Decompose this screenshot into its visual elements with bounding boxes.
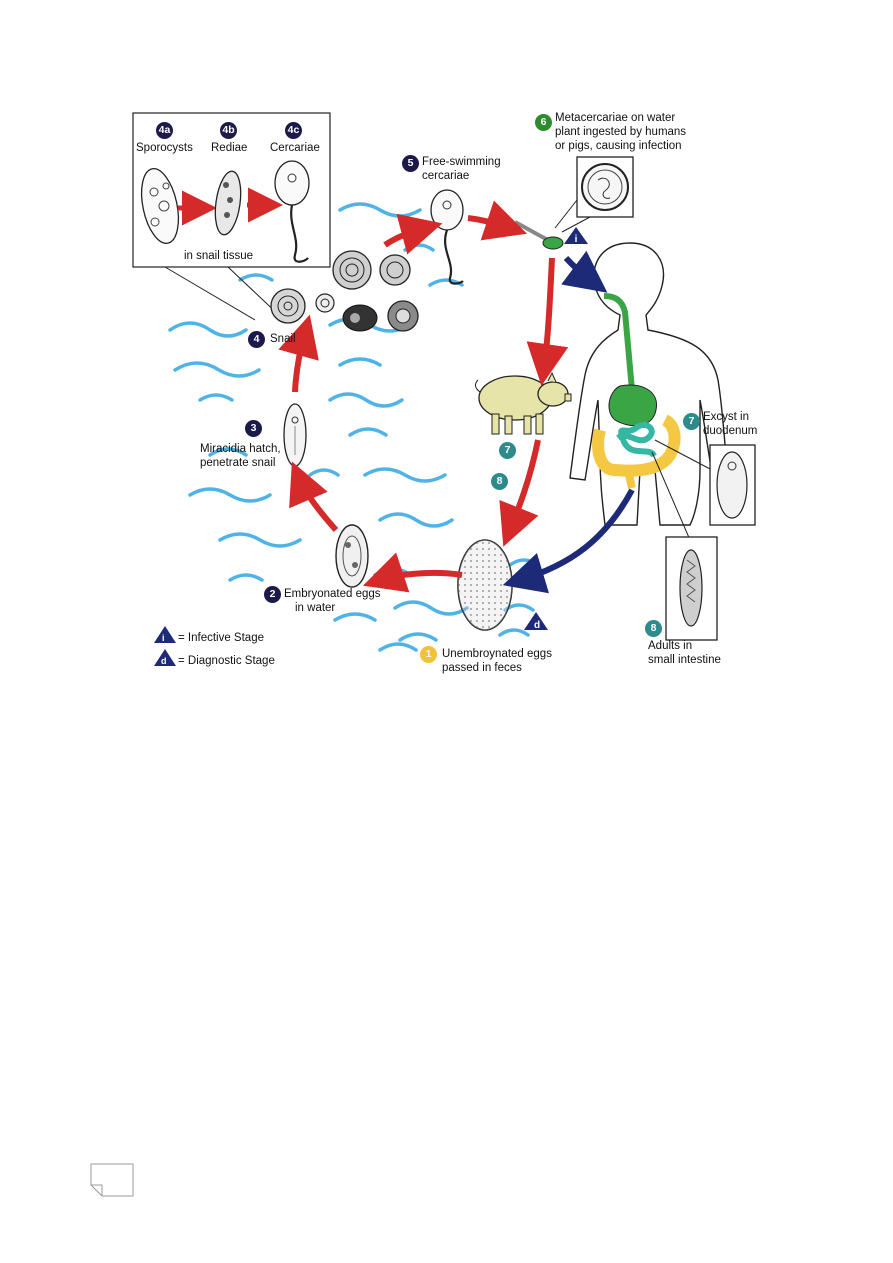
legend-infective-triangle bbox=[154, 626, 176, 643]
digestive-tract bbox=[592, 293, 681, 489]
water-plant-illustration bbox=[514, 220, 564, 250]
legend-diagnostic-symbol: d bbox=[161, 656, 167, 666]
infective-stage-marker: i bbox=[564, 227, 588, 245]
arrow-6-to-human bbox=[561, 250, 608, 293]
arrow-2-to-3 bbox=[289, 461, 339, 533]
badge-4a: 4a bbox=[156, 122, 173, 139]
stage-6-label-line1: Metacercariae on water bbox=[555, 112, 676, 124]
embryonated-egg-illustration bbox=[335, 524, 369, 588]
arrow-human-to-1 bbox=[502, 488, 635, 594]
sporocyst-illustration bbox=[140, 168, 180, 244]
pig-badge-7: 7 bbox=[499, 442, 516, 459]
badge-4b: 4b bbox=[220, 122, 237, 139]
inset-pointer-line bbox=[164, 266, 256, 321]
stage-4-label: Snail bbox=[270, 333, 296, 345]
free-cercaria-illustration bbox=[430, 189, 464, 285]
arrow-3-to-4 bbox=[278, 314, 319, 393]
legend-infective-symbol: i bbox=[162, 633, 165, 643]
stage-1-label-line2: passed in feces bbox=[442, 662, 522, 674]
arrow-5-to-6 bbox=[467, 200, 528, 241]
stage-4-badge: 4 bbox=[248, 331, 265, 348]
snail-tissue-label: in snail tissue bbox=[184, 250, 254, 262]
page-corner-icon bbox=[90, 1163, 134, 1197]
legend-diagnostic-label: = Diagnostic Stage bbox=[178, 655, 275, 667]
diagram-artwork: i d bbox=[132, 112, 756, 666]
rediae-label: Rediae bbox=[211, 142, 248, 154]
legend-diagnostic-triangle bbox=[154, 649, 176, 666]
stage-5-label-line2: cercariae bbox=[422, 170, 470, 182]
human-figure bbox=[569, 242, 729, 526]
svg-text:d: d bbox=[534, 620, 540, 631]
stage-5-label-line1: Free-swimming bbox=[422, 156, 501, 168]
stage-7-label-line1: Excyst in bbox=[703, 411, 750, 423]
stage-7-label-line2: duodenum bbox=[703, 425, 758, 437]
stage-8-label-line2: small intestine bbox=[648, 654, 721, 666]
arrow-4-to-5 bbox=[383, 213, 443, 255]
stage-1-badge: 1 bbox=[420, 646, 437, 663]
stage-8-badge: 8 bbox=[645, 620, 662, 637]
stage-5-badge: 5 bbox=[402, 155, 419, 172]
stage-2-label-line2: in water bbox=[295, 602, 336, 614]
cercariae-label: Cercariae bbox=[270, 142, 320, 154]
redia-illustration bbox=[214, 170, 242, 236]
miracidium-illustration bbox=[283, 403, 307, 467]
adult-worm-illustration bbox=[679, 549, 703, 627]
stage-3-badge: 3 bbox=[245, 420, 262, 437]
excyst-larva-illustration bbox=[716, 451, 748, 519]
sporocysts-label: Sporocysts bbox=[136, 142, 193, 154]
stage-6-label-line2: plant ingested by humans bbox=[555, 126, 687, 138]
stage-2-badge: 2 bbox=[264, 586, 281, 603]
stage-1-label-line1: Unembroynated eggs bbox=[442, 648, 552, 660]
life-cycle-diagram: i d 4a 4b 4c Sporocysts Rediae Cercariae… bbox=[132, 112, 758, 674]
stage-3-label-line1: Miracidia hatch, bbox=[200, 443, 281, 455]
svg-text:i: i bbox=[575, 234, 578, 245]
stage-8-label-line1: Adults in bbox=[648, 640, 693, 652]
pig-badge-8: 8 bbox=[491, 473, 508, 490]
arrow-pig-to-1 bbox=[499, 439, 541, 547]
inset-pointer-line bbox=[651, 451, 691, 541]
arrow-1-to-2 bbox=[362, 552, 463, 593]
stage-7-badge: 7 bbox=[683, 413, 700, 430]
stage-6-badge: 6 bbox=[535, 114, 552, 131]
arrow-6-to-pig bbox=[526, 257, 569, 386]
inset-pointer-line bbox=[654, 439, 713, 471]
snails-illustration bbox=[270, 250, 419, 332]
stage-2-label-line1: Embryonated eggs bbox=[284, 588, 381, 600]
stage-6-label-line3: or pigs, causing infection bbox=[555, 140, 682, 152]
cercaria-inset-illustration bbox=[274, 160, 310, 263]
badge-4c: 4c bbox=[285, 122, 302, 139]
water-waves bbox=[168, 202, 540, 652]
legend-infective-label: = Infective Stage bbox=[178, 632, 264, 644]
diagnostic-stage-marker: d bbox=[524, 612, 548, 631]
unembryonated-egg-illustration bbox=[457, 539, 513, 631]
pig-illustration bbox=[474, 371, 572, 435]
stage-3-label-line2: penetrate snail bbox=[200, 457, 276, 469]
